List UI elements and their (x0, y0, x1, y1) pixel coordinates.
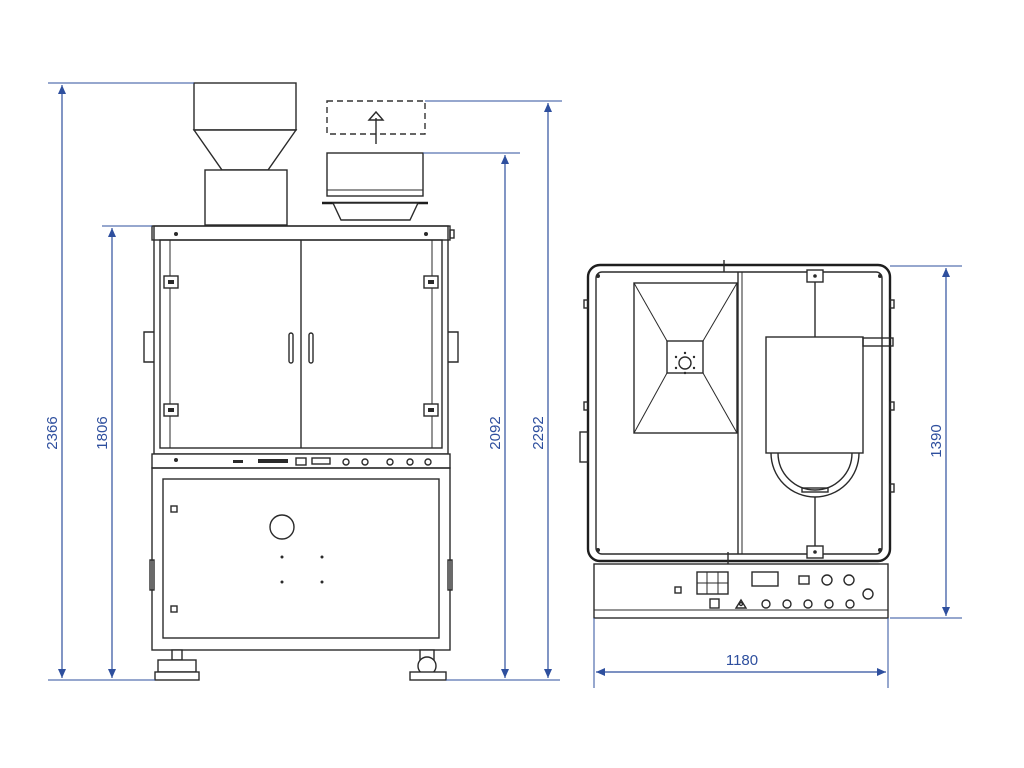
dim-label-2366: 2366 (44, 416, 61, 449)
lid-top (765, 269, 894, 559)
dim-label-2092: 2092 (487, 416, 504, 449)
hopper-top (633, 282, 738, 434)
hopper (192, 82, 298, 226)
plan-view (579, 260, 895, 619)
dim-label-2292: 2292 (530, 416, 547, 449)
control-panel-plan (593, 563, 889, 619)
front-elevation-view (143, 82, 459, 681)
dimension-lines: 2366 1806 2092 2292 1390 1180 (44, 82, 962, 688)
dim-label-1180: 1180 (726, 652, 758, 669)
lid-assembly (322, 100, 428, 221)
upper-cabinet (143, 225, 459, 455)
feet (154, 649, 447, 681)
dim-label-1806: 1806 (94, 416, 111, 449)
dim-label-1390: 1390 (928, 424, 945, 457)
lower-cabinet (149, 467, 453, 651)
control-strip (151, 453, 451, 469)
